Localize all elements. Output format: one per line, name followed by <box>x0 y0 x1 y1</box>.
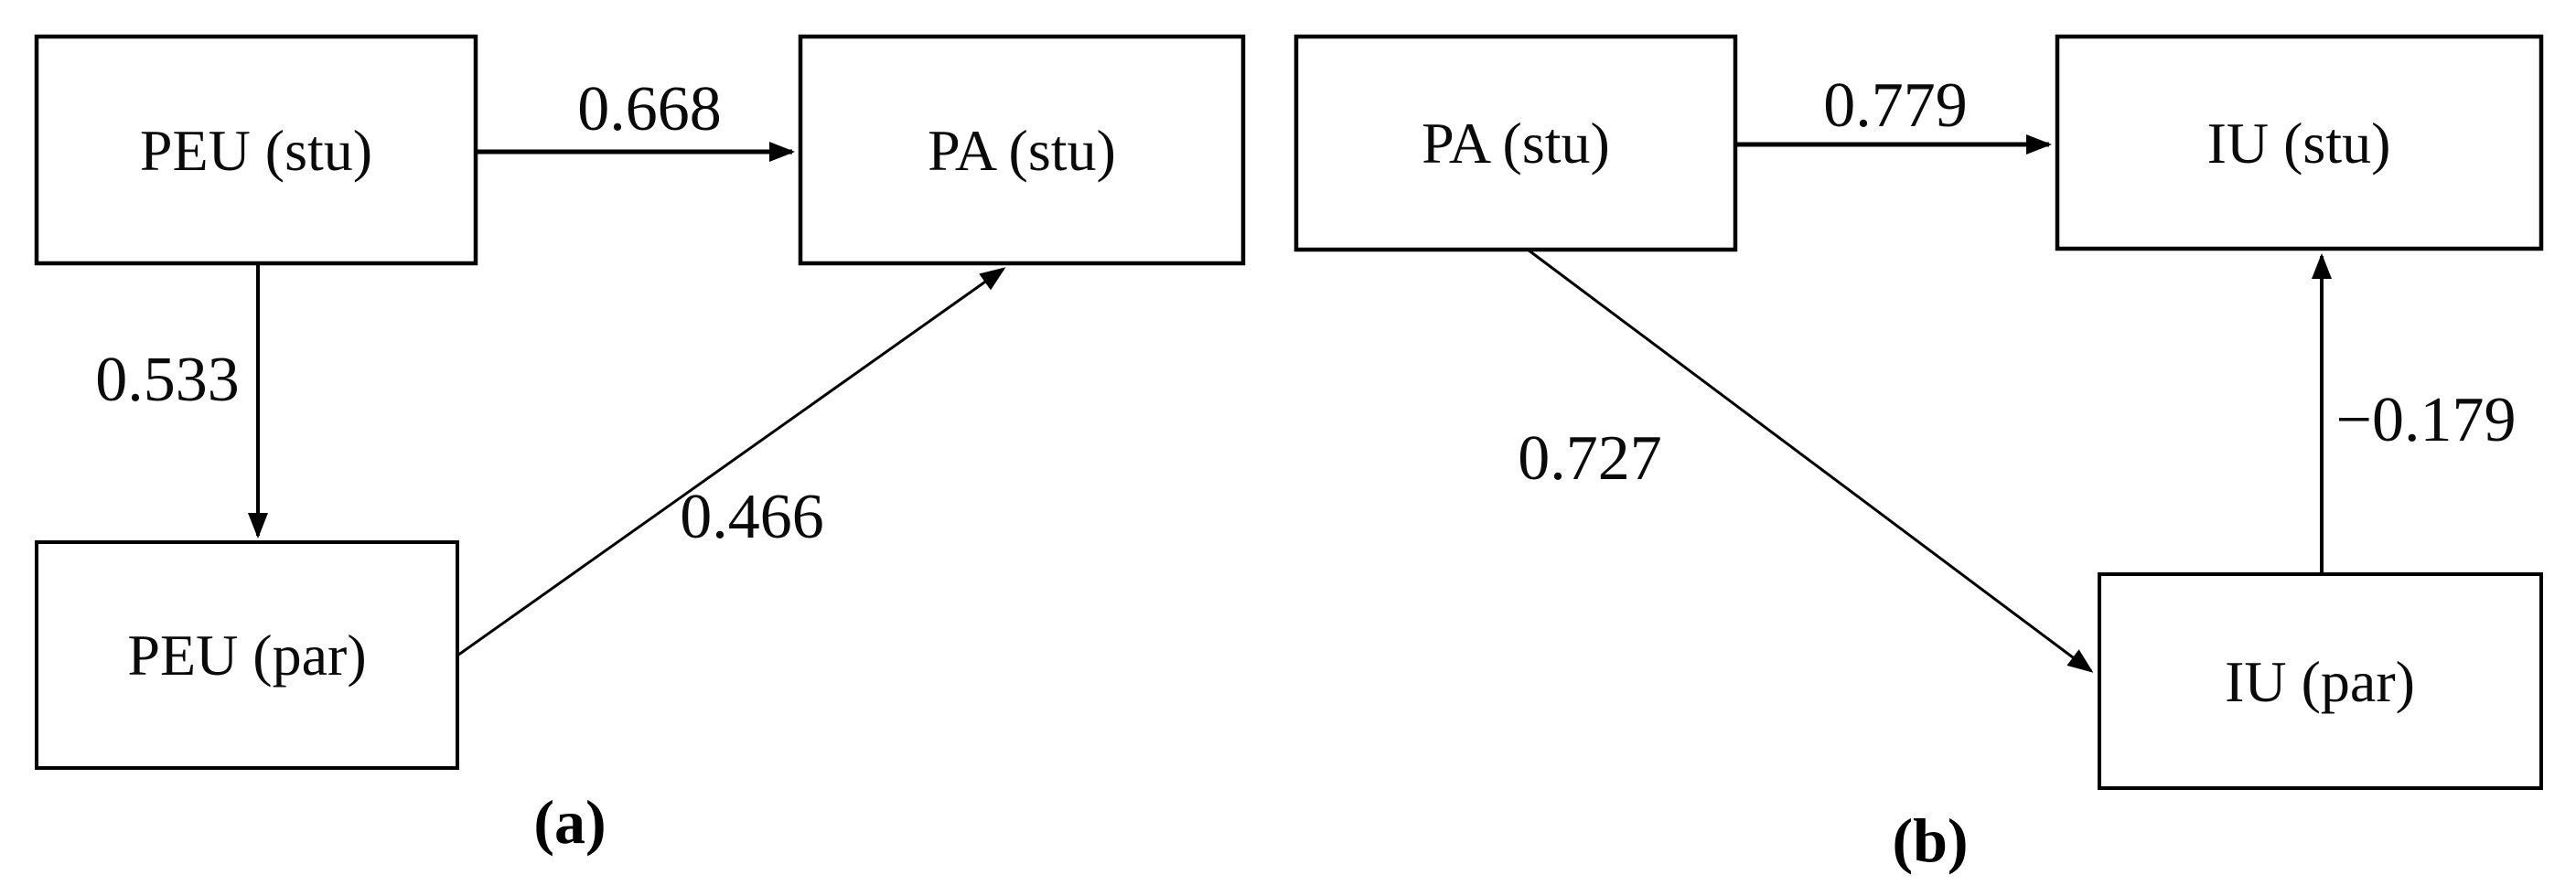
edge-weight-iu-par-iu-stu: −0.179 <box>2336 385 2517 455</box>
node-iu-par-label: IU (par) <box>2225 649 2415 714</box>
edge-weight-peu-stu-peu-par: 0.533 <box>95 345 240 415</box>
edge-weight-pa-stu-iu-par: 0.727 <box>1518 423 1662 494</box>
node-peu-stu-box <box>34 34 478 266</box>
node-pa-stu-a-label: PA (stu) <box>928 118 1116 183</box>
node-pa-stu-b-label: PA (stu) <box>1422 111 1610 176</box>
panel-a: 0.668 0.533 0.466 PEU (stu) PA (stu) PEU… <box>34 34 1246 857</box>
node-iu-par-box <box>2098 572 2543 790</box>
node-peu-stu-label: PEU (stu) <box>140 118 372 183</box>
panel-a-caption: (a) <box>533 787 606 857</box>
edge-weight-peu-stu-pa-stu: 0.668 <box>577 74 722 144</box>
edge-peu-par-to-pa-stu <box>456 267 1006 657</box>
panel-b: 0.779 0.727 −0.179 PA (stu) IU (stu) IU … <box>1293 34 2544 875</box>
edge-weight-peu-par-pa-stu: 0.466 <box>680 482 824 552</box>
node-pa-stu-b-box <box>1293 34 1738 252</box>
node-peu-par-label: PEU (par) <box>127 623 366 688</box>
node-peu-par-box <box>35 540 459 770</box>
node-iu-stu-label: IU (stu) <box>2207 111 2391 176</box>
node-pa-stu-a-box <box>798 34 1246 266</box>
node-iu-stu-box <box>2055 34 2544 251</box>
edge-weight-pa-stu-iu-stu: 0.779 <box>1823 70 1968 141</box>
edge-pa-stu-to-iu-par <box>1527 248 2094 673</box>
panel-b-caption: (b) <box>1892 805 1968 875</box>
